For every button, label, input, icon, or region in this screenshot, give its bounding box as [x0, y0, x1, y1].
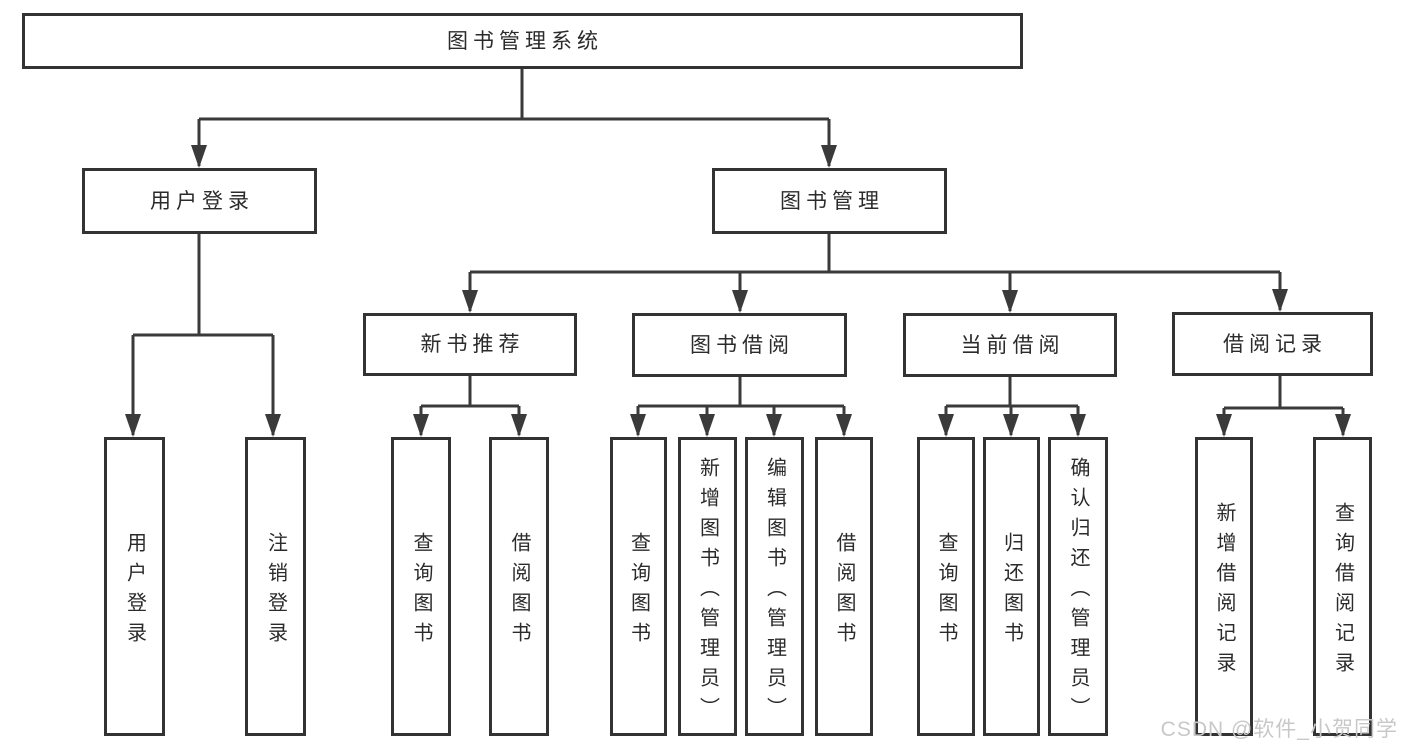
- node-label: 查询借阅记录: [1331, 501, 1354, 682]
- arrow-down-icon: [732, 290, 748, 313]
- node-user-login: 用户登录: [82, 168, 317, 234]
- node-label: 图书借阅: [690, 333, 794, 357]
- node-label: 图书管理系统: [447, 29, 603, 53]
- node-query-books-borrowing: 查询图书: [610, 437, 667, 736]
- node-label: 新增借阅记录: [1213, 501, 1235, 682]
- node-current-borrowing: 当前借阅: [903, 313, 1117, 377]
- node-new-book-recommend: 新书推荐: [363, 313, 577, 376]
- arrow-down-icon: [1272, 289, 1288, 312]
- node-label: 用户登录: [123, 531, 146, 652]
- arrow-down-icon: [1216, 414, 1232, 437]
- arrow-down-icon: [462, 290, 478, 313]
- node-borrowing-records: 借阅记录: [1172, 312, 1373, 376]
- node-query-borrow-record: 查询借阅记录: [1313, 437, 1372, 736]
- arrow-down-icon: [125, 414, 141, 437]
- node-user-login-leaf: 用户登录: [104, 437, 165, 736]
- node-confirm-return-admin: 确认归还（管理员）: [1048, 437, 1108, 736]
- node-label: 当前借阅: [960, 333, 1065, 357]
- arrow-down-icon: [699, 414, 715, 437]
- arrow-down-icon: [630, 414, 646, 437]
- arrow-down-icon: [511, 414, 527, 437]
- node-borrow-books-recommend: 借阅图书: [489, 437, 549, 736]
- node-query-books-current: 查询图书: [917, 437, 975, 736]
- arrow-down-icon: [821, 145, 837, 168]
- node-edit-book-admin: 编辑图书（管理员）: [745, 437, 804, 736]
- arrow-down-icon: [836, 414, 852, 437]
- arrow-down-icon: [265, 414, 281, 437]
- node-label: 借阅图书: [833, 531, 855, 652]
- node-label: 归还图书: [1000, 531, 1023, 652]
- node-label: 查询图书: [935, 531, 957, 652]
- arrow-down-icon: [1335, 414, 1351, 437]
- node-label: 注销登录: [264, 531, 287, 652]
- arrow-down-icon: [413, 414, 429, 437]
- node-label: 用户登录: [150, 189, 254, 213]
- node-label: 查询图书: [410, 531, 432, 652]
- node-label: 借阅记录: [1223, 332, 1327, 356]
- node-label: 确认归还（管理员）: [1067, 456, 1089, 727]
- node-add-borrow-record: 新增借阅记录: [1195, 437, 1253, 736]
- arrow-down-icon: [938, 414, 954, 437]
- node-label: 新书推荐: [420, 333, 525, 356]
- node-logout: 注销登录: [245, 437, 306, 736]
- node-query-books-recommend: 查询图书: [391, 437, 451, 736]
- arrow-down-icon: [191, 145, 207, 168]
- node-borrow-books: 借阅图书: [815, 437, 873, 736]
- node-book-borrowing: 图书借阅: [632, 313, 847, 377]
- arrow-down-icon: [1070, 414, 1086, 437]
- node-label: 图书管理: [780, 189, 884, 213]
- node-label: 编辑图书（管理员）: [763, 456, 786, 727]
- node-library-management-system: 图书管理系统: [22, 13, 1023, 69]
- node-book-management: 图书管理: [712, 168, 947, 234]
- node-return-book: 归还图书: [983, 437, 1040, 736]
- arrow-down-icon: [1003, 414, 1019, 437]
- node-label: 借阅图书: [508, 531, 530, 652]
- node-label: 查询图书: [627, 531, 650, 652]
- arrow-down-icon: [1002, 290, 1018, 313]
- arrow-down-icon: [766, 414, 782, 437]
- node-label: 新增图书（管理员）: [696, 456, 719, 727]
- csdn-watermark: CSDN @软件_小贺同学: [1160, 718, 1398, 741]
- tree-edges: [131, 68, 1345, 435]
- node-add-book-admin: 新增图书（管理员）: [678, 437, 737, 736]
